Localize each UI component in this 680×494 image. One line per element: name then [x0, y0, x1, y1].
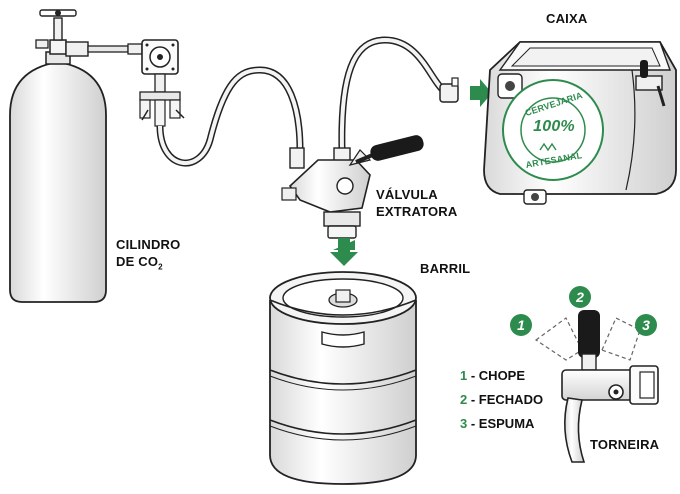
- box-mini-faucet: [635, 60, 666, 107]
- label-valvula: VÁLVULA EXTRATORA: [376, 186, 458, 220]
- legend-item-espuma: 3 - ESPUMA: [460, 416, 534, 431]
- position-badge-1: 1: [510, 314, 532, 336]
- label-cilindro-sub: 2: [158, 262, 163, 272]
- legend-item-chope: 1 - CHOPE: [460, 368, 525, 383]
- legend-num: 2: [460, 392, 468, 407]
- label-torneira: TORNEIRA: [590, 437, 660, 452]
- position-badge-3: 3: [635, 314, 657, 336]
- cylinder-valve-handwheel-icon: [35, 9, 77, 49]
- label-cilindro-line1: CILINDRO: [116, 237, 181, 252]
- keg-barrel: [269, 271, 417, 485]
- label-caixa: CAIXA: [546, 11, 588, 26]
- position-badge-2: 2: [569, 286, 591, 308]
- legend-text: - CHOPE: [467, 368, 526, 383]
- stamp-text-center: 100%: [533, 118, 575, 135]
- faucet: [534, 310, 659, 463]
- label-valvula-line2: EXTRATORA: [376, 204, 458, 219]
- co2-regulator: [65, 39, 185, 127]
- craft-beer-stamp: [502, 79, 604, 181]
- co2-cylinder: [9, 39, 107, 303]
- arrow-to-box-icon: [470, 79, 492, 107]
- label-cilindro: CILINDRO DE CO2: [116, 236, 180, 276]
- label-valvula-line1: VÁLVULA: [376, 187, 438, 202]
- coupler-handle: [355, 135, 424, 164]
- keg-coupler: [281, 147, 372, 239]
- arrow-to-keg-icon: [330, 240, 358, 266]
- hose-fitting: [439, 77, 459, 103]
- label-cilindro-line2: DE CO: [116, 254, 159, 269]
- legend-num: 1: [460, 368, 468, 383]
- legend-text: - FECHADO: [467, 392, 544, 407]
- legend-num: 3: [460, 416, 468, 431]
- legend-item-fechado: 2 - FECHADO: [460, 392, 543, 407]
- label-barril: BARRIL: [420, 261, 471, 276]
- legend-text: - ESPUMA: [467, 416, 535, 431]
